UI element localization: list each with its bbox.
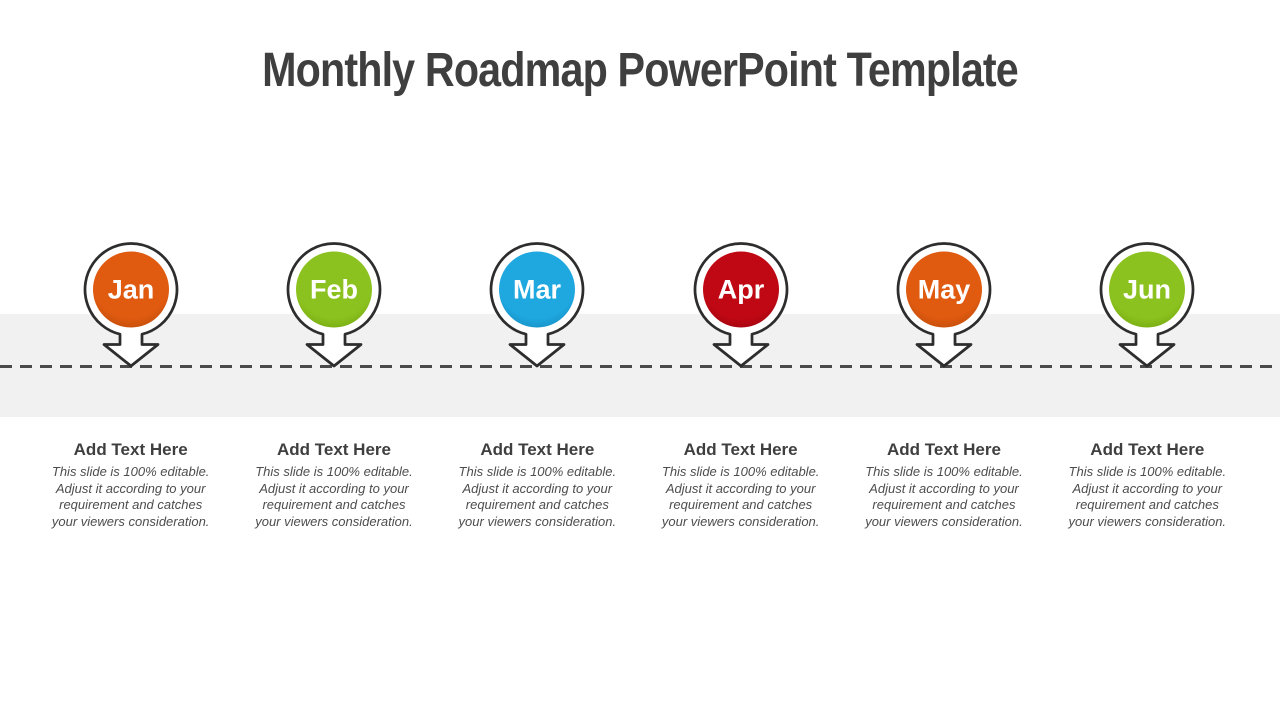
month-column: Feb Add Text Here This slide is 100% edi… xyxy=(232,0,435,720)
pin-colored-circle xyxy=(499,251,576,328)
month-pin-icon[interactable]: Apr xyxy=(691,241,791,368)
pin-colored-circle xyxy=(1109,251,1186,328)
month-text-block: Add Text Here This slide is 100% editabl… xyxy=(31,440,231,530)
month-label: May xyxy=(918,275,971,305)
column-heading[interactable]: Add Text Here xyxy=(73,440,188,459)
month-text-block: Add Text Here This slide is 100% editabl… xyxy=(1047,440,1247,530)
column-body[interactable]: This slide is 100% editable. Adjust it a… xyxy=(458,464,617,529)
column-heading[interactable]: Add Text Here xyxy=(276,440,391,459)
month-text-block: Add Text Here This slide is 100% editabl… xyxy=(844,440,1044,530)
column-body[interactable]: This slide is 100% editable. Adjust it a… xyxy=(865,464,1023,529)
month-column: Jun Add Text Here This slide is 100% edi… xyxy=(1046,0,1249,720)
month-label: Apr xyxy=(717,275,764,305)
month-label: Jun xyxy=(1123,275,1171,305)
month-text-block: Add Text Here This slide is 100% editabl… xyxy=(234,440,434,530)
month-pin-icon[interactable]: Jan xyxy=(81,241,181,368)
column-heading[interactable]: Add Text Here xyxy=(1090,440,1205,459)
column-heading[interactable]: Add Text Here xyxy=(480,440,595,459)
timeline-dashed-line xyxy=(0,365,1280,368)
pin-colored-circle xyxy=(702,251,779,328)
column-body[interactable]: This slide is 100% editable. Adjust it a… xyxy=(1068,464,1227,529)
month-text-block: Add Text Here This slide is 100% editabl… xyxy=(641,440,841,530)
month-column: May Add Text Here This slide is 100% edi… xyxy=(842,0,1045,720)
month-label: Jan xyxy=(107,275,154,305)
column-body[interactable]: This slide is 100% editable. Adjust it a… xyxy=(661,464,820,529)
month-pin-icon[interactable]: Feb xyxy=(284,241,384,368)
pin-colored-circle xyxy=(295,251,372,328)
pin-colored-circle xyxy=(905,251,982,328)
month-column: Mar Add Text Here This slide is 100% edi… xyxy=(436,0,639,720)
pin-colored-circle xyxy=(92,251,169,328)
month-pin-icon[interactable]: Jun xyxy=(1097,241,1197,368)
column-body[interactable]: This slide is 100% editable. Adjust it a… xyxy=(255,464,413,529)
slide-title[interactable]: Monthly Roadmap PowerPoint Template xyxy=(262,44,1019,97)
column-heading[interactable]: Add Text Here xyxy=(886,440,1001,459)
month-pin-icon[interactable]: May xyxy=(894,241,994,368)
month-pin-icon[interactable]: Mar xyxy=(487,241,587,368)
month-label: Mar xyxy=(513,275,562,305)
month-column: Apr Add Text Here This slide is 100% edi… xyxy=(639,0,842,720)
month-text-block: Add Text Here This slide is 100% editabl… xyxy=(437,440,637,530)
column-body[interactable]: This slide is 100% editable. Adjust it a… xyxy=(51,464,210,529)
month-column: Jan Add Text Here This slide is 100% edi… xyxy=(29,0,232,720)
months-row: Jan Add Text Here This slide is 100% edi… xyxy=(29,0,1249,720)
month-label: Feb xyxy=(310,275,358,305)
column-heading[interactable]: Add Text Here xyxy=(683,440,798,459)
